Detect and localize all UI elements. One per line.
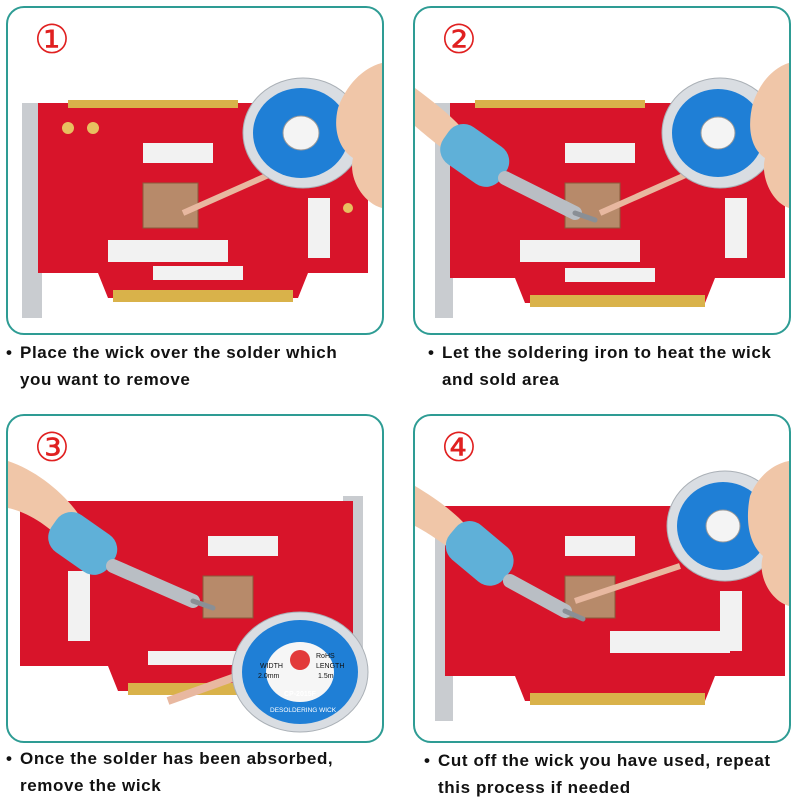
bullet-icon: • [6,343,13,362]
step-number: ③ [34,425,70,471]
side-sticker [720,591,742,651]
step-2-panel: ② [413,6,791,335]
pcb-label [565,536,635,556]
caption-line-2: this process if needed [438,778,631,797]
desoldering-wick-strand [574,563,681,604]
barcode-sticker [148,651,258,665]
side-sticker [68,571,90,641]
pcb-sticker [610,631,730,653]
pc-bracket [22,103,42,318]
hand [336,63,382,208]
step-2-caption: • Let the soldering iron to heat the wick… [428,339,771,393]
spool-length-label: LENGTH [316,663,344,670]
barcode-sticker [153,266,243,280]
hand [750,63,789,208]
desoldering-wick-strand [181,170,275,216]
step-4-panel: ④ [413,414,791,743]
mount-hole [62,122,74,134]
soldering-iron [415,486,586,622]
step-number: ① [34,17,70,63]
spool-width-value: 2.0mm [258,673,280,680]
pcb-label [208,536,278,556]
pcb-sticker [520,240,640,262]
side-sticker [308,198,330,258]
caption-line-1: Once the solder has been absorbed, [20,749,334,768]
pcie-gold-contacts [113,290,293,302]
soldering-iron [415,88,598,223]
spool-length-value: 1.5m [318,673,334,680]
spool-rohs: RoHS [316,653,335,660]
spool-width-label: WIDTH [260,663,283,670]
step-1-illustration [22,63,382,318]
step-3-caption: • Once the solder has been absorbed, remo… [6,745,333,799]
pcb-label [143,143,213,163]
wick-spool: WIDTH 2.0mm RoHS LENGTH 1.5m CP-2015F DE… [231,611,369,733]
caption-line-1: Let the soldering iron to heat the wick [442,343,772,362]
pcb-sticker [108,240,228,262]
spool-brand-text: DESOLDERING WICK [270,707,337,714]
step-number: ② [441,17,477,63]
step-4-caption: •Cut off the wick you have used, repeat … [424,747,771,801]
pcb-label [565,143,635,163]
step-number: ④ [441,425,477,471]
soldering-iron [8,461,216,611]
step-1-panel: ① [6,6,384,335]
caption-line-1: Cut off the wick you have used, repeat [438,751,771,770]
mount-hole [87,122,99,134]
caption-line-2: and sold area [442,370,560,389]
pcie-gold-contacts [530,693,705,705]
mount-hole [343,203,353,213]
spool-model: CP-2015F [284,691,317,698]
wick-spool [661,77,779,189]
side-sticker [725,198,747,258]
step-3-panel: WIDTH 2.0mm RoHS LENGTH 1.5m CP-2015F DE… [6,414,384,743]
sli-connector [68,100,238,108]
desoldering-wick-strand [598,170,692,216]
bullet-icon: • [428,343,435,362]
caption-line-1: Place the wick over the solder which [20,343,338,362]
pcie-gold-contacts [530,295,705,307]
desoldering-wick-strand [166,672,240,705]
bullet-icon: • [424,751,431,770]
step-4-illustration [415,461,789,721]
barcode-sticker [565,268,655,282]
gpu-chip-area [202,575,254,619]
step-2-illustration [415,63,789,318]
caption-line-2: you want to remove [20,370,191,389]
sli-connector [475,100,645,108]
step-1-caption: • Place the wick over the solder which yo… [6,339,337,393]
caption-line-2: remove the wick [20,776,162,795]
hand [747,461,789,606]
spool-logo-icon [290,650,310,670]
bullet-icon: • [6,749,13,768]
gpu-chip-area [142,182,199,229]
step-3-illustration: WIDTH 2.0mm RoHS LENGTH 1.5m CP-2015F DE… [8,461,369,733]
